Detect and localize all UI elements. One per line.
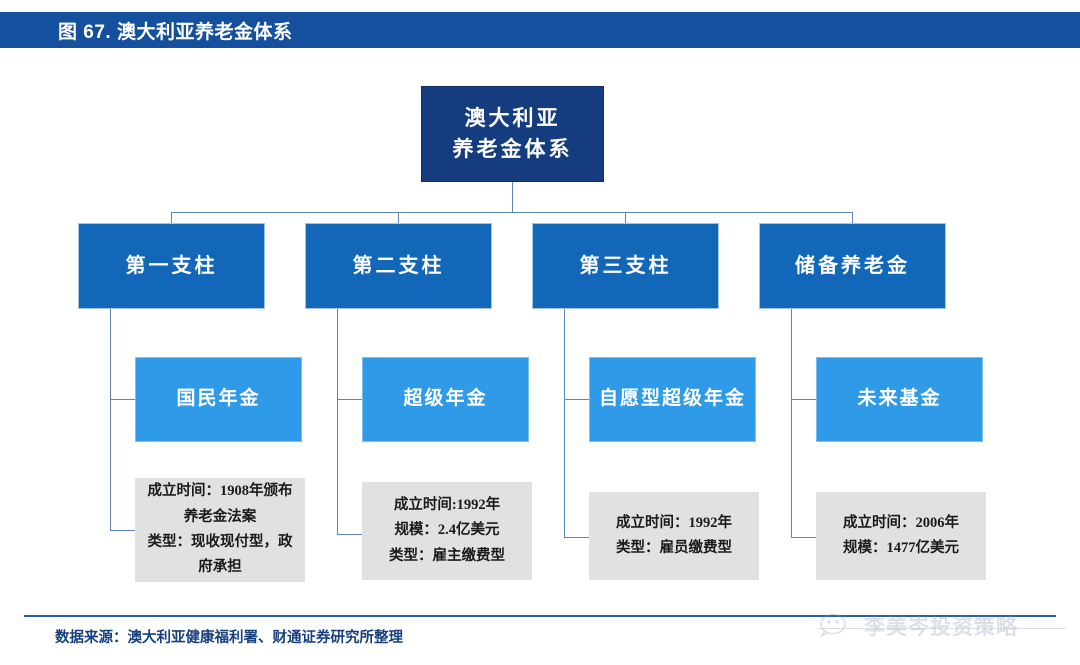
page-title: 图 67. 澳大利亚养老金体系 — [58, 21, 293, 43]
root-node-pension-system: 澳大利亚 养老金体系 — [421, 86, 604, 182]
connector-spine-4 — [791, 309, 792, 538]
connector-elbow-4-scheme — [791, 399, 816, 400]
connector-root-bus — [171, 212, 853, 213]
scheme-node-2-label: 超级年金 — [403, 388, 488, 410]
pillar-node-3-label: 第三支柱 — [579, 255, 672, 277]
pillar-node-2-label: 第二支柱 — [352, 255, 445, 277]
watermark-strikethrough — [818, 628, 1066, 629]
connector-elbow-2-scheme — [337, 399, 362, 400]
pillar-node-4-label: 储备养老金 — [795, 255, 910, 277]
detail-box-4-line-1: 成立时间：2006年 — [843, 514, 959, 531]
detail-box-2: 成立时间:1992年 规模：2.4亿美元 类型：雇主缴费型 — [362, 482, 532, 580]
pillar-node-4: 储备养老金 — [759, 223, 946, 309]
connector-elbow-1-scheme — [110, 399, 135, 400]
connector-spine-2 — [337, 309, 338, 535]
connector-elbow-3-scheme — [564, 399, 589, 400]
connector-spine-3 — [564, 309, 565, 538]
connector-root-stem — [512, 182, 513, 213]
connector-drop-pillar-1 — [171, 212, 172, 223]
connector-elbow-4-detail — [791, 537, 816, 538]
detail-box-4-line-2: 规模：1477亿美元 — [843, 540, 959, 556]
scheme-node-3: 自愿型超级年金 — [589, 357, 756, 442]
pillar-node-1: 第一支柱 — [78, 223, 265, 309]
connector-elbow-2-detail — [337, 534, 362, 535]
scheme-node-3-label: 自愿型超级年金 — [598, 388, 746, 410]
connector-drop-pillar-3 — [625, 212, 626, 223]
footer-source-text: 数据来源：澳大利亚健康福利署、财通证券研究所整理 — [55, 630, 403, 646]
detail-box-2-line-1: 成立时间:1992年 — [393, 496, 501, 513]
root-node-line1: 澳大利亚 — [464, 105, 561, 130]
detail-box-3: 成立时间：1992年 类型：雇员缴费型 — [589, 492, 759, 580]
connector-elbow-3-detail — [564, 537, 589, 538]
scheme-node-1: 国民年金 — [135, 357, 302, 442]
detail-box-1: 成立时间：1908年颁布养老金法案 类型：现收现付型，政府承担 — [135, 478, 305, 582]
scheme-node-1-label: 国民年金 — [176, 388, 261, 410]
watermark-text: 李美岑投资策略 — [864, 616, 1018, 639]
scheme-node-4: 未来基金 — [816, 357, 983, 442]
connector-elbow-1-detail — [110, 530, 135, 531]
connector-spine-1 — [110, 309, 111, 530]
wechat-icon — [818, 612, 858, 640]
connector-drop-pillar-2 — [398, 212, 399, 223]
pillar-node-3: 第三支柱 — [532, 223, 719, 309]
root-node-line2: 养老金体系 — [452, 137, 573, 161]
detail-box-4: 成立时间：2006年 规模：1477亿美元 — [816, 492, 986, 580]
footer-divider — [24, 615, 1056, 617]
pillar-node-1-label: 第一支柱 — [125, 255, 218, 277]
detail-box-3-line-2: 类型：雇员缴费型 — [616, 540, 732, 556]
detail-box-3-line-1: 成立时间：1992年 — [616, 514, 732, 531]
scheme-node-4-label: 未来基金 — [857, 388, 942, 410]
detail-box-2-line-3: 类型：雇主缴费型 — [389, 547, 505, 564]
detail-box-2-line-2: 规模：2.4亿美元 — [394, 522, 500, 539]
detail-box-1-line-1: 成立时间：1908年颁布养老金法案 — [147, 483, 293, 525]
scheme-node-2: 超级年金 — [362, 357, 529, 442]
figure-header-bar — [0, 12, 1080, 48]
detail-box-1-line-2: 类型：现收现付型，政府承担 — [147, 534, 293, 576]
connector-drop-pillar-4 — [852, 212, 853, 223]
pillar-node-2: 第二支柱 — [305, 223, 492, 309]
watermark: 李美岑投资策略 — [818, 604, 1068, 648]
